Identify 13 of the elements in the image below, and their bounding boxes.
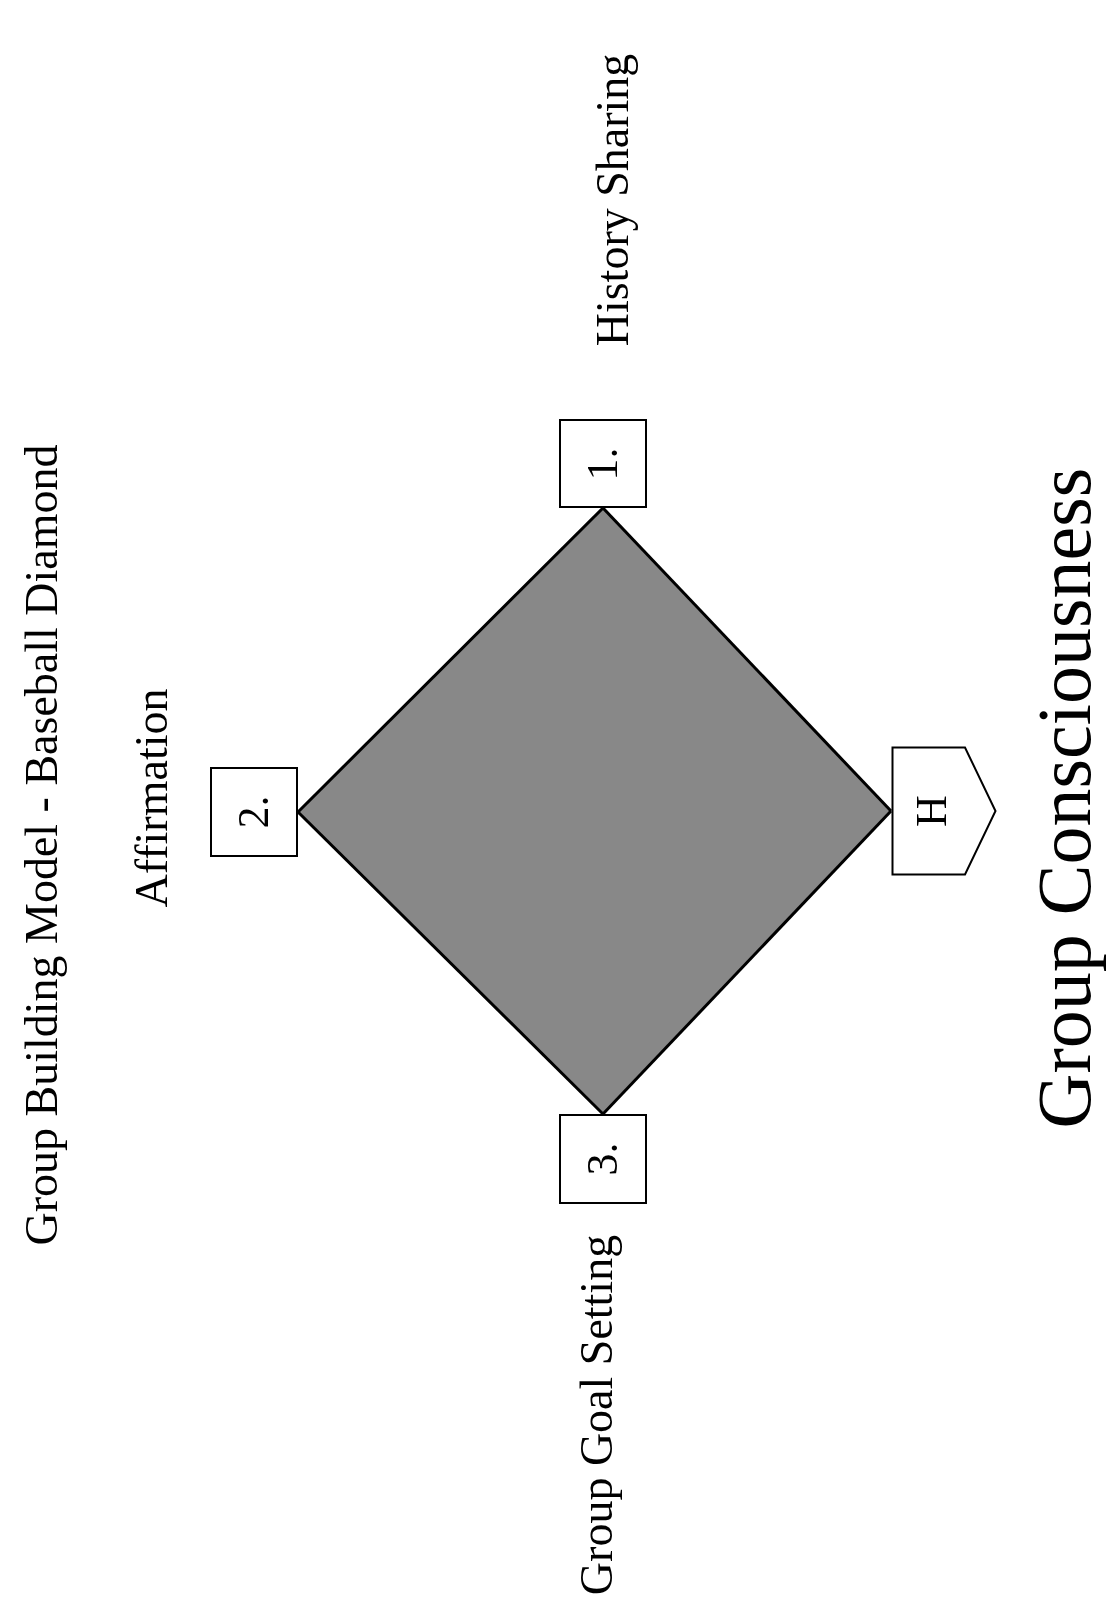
baseline <box>601 809 893 1116</box>
base-number: H <box>910 795 954 827</box>
baseline <box>601 506 893 813</box>
base-label: Group Goal Setting <box>574 1234 620 1596</box>
base-label: Affirmation <box>129 688 175 908</box>
base-box <box>559 419 647 508</box>
base-number: 2. <box>232 795 276 829</box>
base-number: 3. <box>581 1142 625 1176</box>
base-box <box>559 1114 647 1204</box>
base-label: History Sharing <box>590 53 636 347</box>
base-number: 1. <box>581 447 625 480</box>
base-box <box>210 767 298 857</box>
diagram-title: Group Building Model - Baseball Diamond <box>19 444 65 1246</box>
